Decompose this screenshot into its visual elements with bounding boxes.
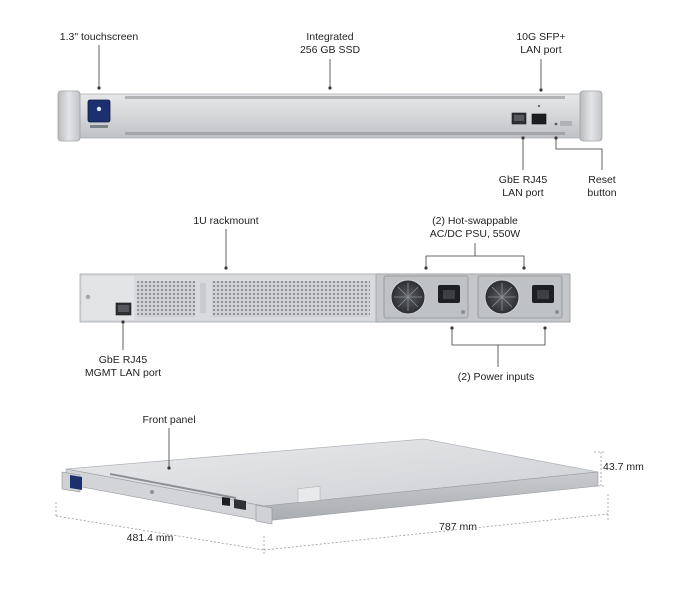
iso-touchscreen	[70, 475, 82, 490]
right-rack-ear	[579, 90, 603, 142]
power-inputs-label: (2) Power inputs	[457, 371, 535, 383]
touchscreen-logo-icon	[96, 106, 102, 112]
psu-module-1	[383, 275, 469, 319]
front-right-ear	[255, 504, 273, 525]
sfp-label-line1: 10G SFP+	[516, 31, 566, 43]
status-led-icon	[537, 104, 541, 108]
rear-vent-grille-2	[212, 281, 370, 317]
sfp-label-line2: LAN port	[520, 44, 562, 56]
brand-logo-icon	[150, 490, 154, 494]
psu-label: (2) Hot-swappable AC/DC PSU, 550W	[430, 215, 520, 241]
sfp-port	[531, 113, 547, 125]
reset-label-line2: button	[587, 187, 617, 199]
side-label-sticker	[297, 486, 321, 503]
iso-callouts	[55, 428, 609, 554]
depth-dimension-label: 787 mm	[439, 521, 477, 533]
reset-button-label: Reset button	[587, 174, 616, 200]
front-view-chassis	[57, 90, 603, 142]
psu-label-line1: (2) Hot-swappable	[432, 215, 518, 227]
height-dimension-label: 43.7 mm	[603, 461, 644, 473]
isometric-chassis	[61, 438, 599, 525]
ssd-label-line2: 256 GB SSD	[299, 44, 361, 56]
ssd-label: Integrated 256 GB SSD	[300, 31, 360, 57]
front-callouts	[97, 45, 603, 170]
left-rack-ear	[57, 90, 81, 142]
mgmt-label-line1: GbE RJ45	[98, 354, 148, 366]
rackmount-label: 1U rackmount	[193, 215, 259, 227]
rj45-lan-label: GbE RJ45 LAN port	[499, 174, 547, 200]
mgmt-label-line2: MGMT LAN port	[84, 367, 162, 379]
reset-button-hole	[554, 122, 558, 126]
ssd-label-line1: Integrated	[306, 31, 354, 43]
touchscreen-label: 1.3" touchscreen	[59, 31, 139, 43]
rear-view-chassis	[79, 273, 571, 323]
rear-vent-grille-1	[137, 281, 195, 317]
bottom-vent-slot	[125, 132, 565, 135]
top-vent-slot	[125, 96, 565, 99]
iso-sfp-port	[222, 497, 230, 506]
front-panel-label: Front panel	[142, 414, 196, 426]
touchscreen-caption	[90, 125, 108, 128]
rj45-lan-label-line2: LAN port	[502, 187, 544, 199]
rj45-lan-label-line1: GbE RJ45	[498, 174, 548, 186]
front-vent-slot	[110, 473, 236, 499]
rear-screw-left	[85, 294, 91, 300]
mgmt-port-label: GbE RJ45 MGMT LAN port	[85, 354, 161, 380]
rear-callouts	[121, 229, 547, 367]
sfp-label: 10G SFP+ LAN port	[516, 31, 565, 57]
psu-label-line2: AC/DC PSU, 550W	[429, 228, 521, 240]
reset-label-line1: Reset	[588, 174, 616, 186]
width-dimension-label: 481.4 mm	[126, 532, 174, 544]
psu-module-2	[477, 275, 563, 319]
iso-rj45-port	[234, 499, 246, 510]
